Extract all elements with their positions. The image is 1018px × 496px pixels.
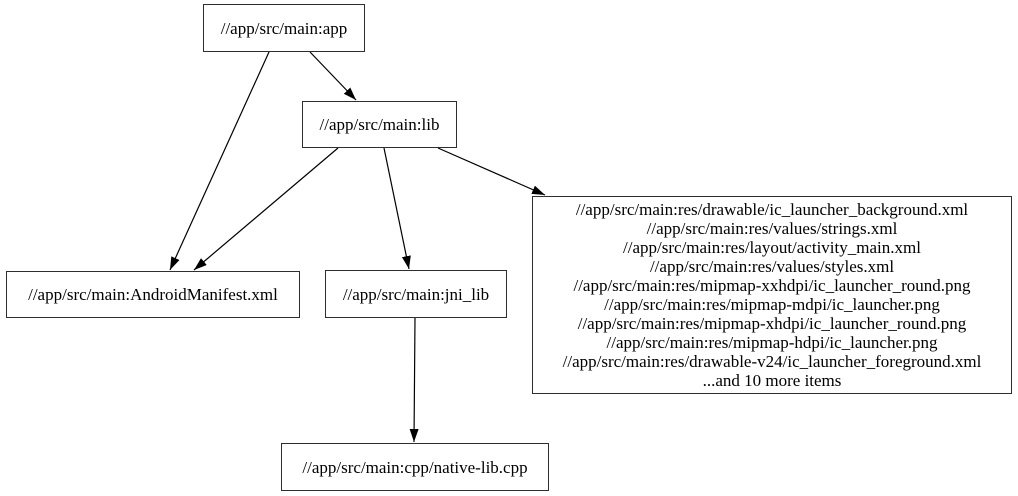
res-file-more-items: ...and 10 more items — [702, 371, 842, 390]
res-file-line: //app/src/main:res/values/styles.xml — [649, 257, 895, 276]
node-label-jni-lib: //app/src/main:jni_lib — [342, 284, 490, 304]
node-label-app: //app/src/main:app — [220, 18, 348, 38]
res-file-line: //app/src/main:res/values/strings.xml — [646, 219, 898, 238]
node-label-android-manifest: //app/src/main:AndroidManifest.xml — [28, 285, 278, 304]
edge-jni-lib-to-native-lib-cpp — [409, 317, 419, 443]
edge-app-to-lib — [309, 51, 357, 101]
graph-node-jni-lib: //app/src/main:jni_lib — [325, 270, 507, 318]
res-file-line: //app/src/main:res/mipmap-xhdpi/ic_launc… — [577, 314, 967, 333]
res-file-line: //app/src/main:res/mipmap-mdpi/ic_launch… — [604, 295, 940, 314]
res-file-line: //app/src/main:res/drawable-v24/ic_launc… — [562, 352, 982, 371]
edge-app-to-android-manifest — [169, 51, 270, 271]
graph-node-android-manifest: //app/src/main:AndroidManifest.xml — [6, 271, 300, 318]
edge-lib-to-res-files — [437, 147, 546, 196]
edge-lib-to-jni-lib — [383, 147, 411, 270]
graph-node-app: //app/src/main:app — [203, 4, 365, 52]
res-file-line: //app/src/main:res/layout/activity_main.… — [623, 238, 921, 257]
res-file-line: //app/src/main:res/drawable/ic_launcher_… — [575, 200, 969, 219]
graph-node-lib: //app/src/main:lib — [302, 101, 457, 148]
res-file-line: //app/src/main:res/mipmap-hdpi/ic_launch… — [606, 333, 938, 352]
graph-node-res-files: //app/src/main:res/drawable/ic_launcher_… — [532, 196, 1012, 394]
node-label-lib: //app/src/main:lib — [319, 115, 440, 134]
res-file-line: //app/src/main:res/mipmap-xxhdpi/ic_laun… — [573, 276, 971, 295]
node-label-native-lib-cpp: //app/src/main:cpp/native-lib.cpp — [302, 457, 528, 477]
edge-lib-to-android-manifest — [193, 147, 339, 271]
graph-node-native-lib-cpp: //app/src/main:cpp/native-lib.cpp — [281, 443, 549, 491]
